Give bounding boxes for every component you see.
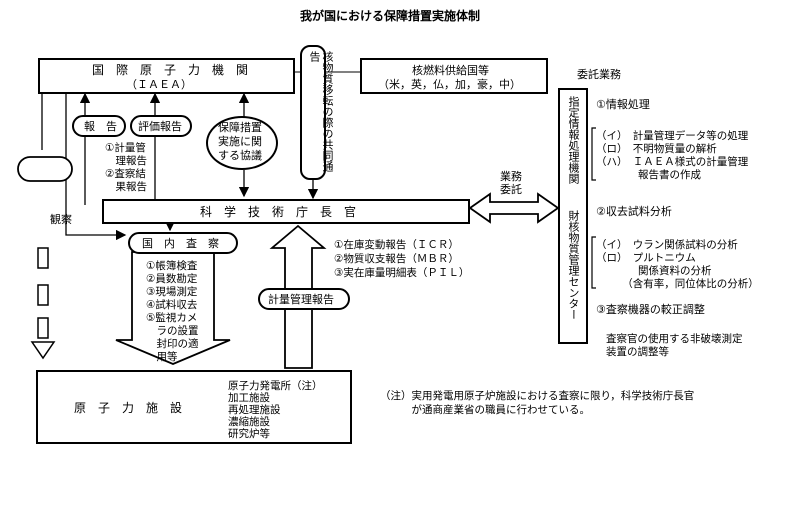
center-name-label: 財核物質管理センター [567, 210, 580, 320]
accounting-report-capsule: 計量管理報告 [258, 288, 350, 310]
joint-notice-label: 核物質移転の際の共同通告 [308, 51, 334, 172]
facility-item-3: 再処理施設 [228, 404, 281, 416]
diagram-title: 我が国における保障措置実施体制 [300, 9, 481, 23]
inspection-label: 国 内 査 察 [142, 237, 219, 250]
inspection-item-5c: 封印の適 [146, 338, 199, 350]
s1-item-3b: 報告書の作成 [596, 169, 701, 181]
s2-bracket [591, 236, 596, 289]
dash-arrowhead [30, 341, 56, 360]
report-item-2: ②査察結 [105, 168, 146, 180]
inspection-item-3: ③現場測定 [146, 286, 198, 298]
evaluation-capsule: 評価報告 [130, 115, 192, 137]
inspection-capsule: 国 内 査 察 [128, 232, 238, 254]
facility-item-1: 原子力発電所（注） [228, 380, 323, 392]
joint-notice-box: 核物質移転の際の共同通告 [300, 45, 334, 180]
designated-agency-label: 指定情報処理機関 [567, 96, 580, 184]
facility-item-2: 加工施設 [228, 392, 270, 404]
facility-box: 原 子 力 施 設 原子力発電所（注） 加工施設 再処理施設 濃縮施設 研究炉等 [36, 370, 352, 444]
s1-bracket [591, 127, 596, 181]
s2-item-2c: （含有率，同位体比の分析） [596, 278, 759, 290]
inspection-item-1: ①帳簿検査 [146, 260, 198, 272]
observe-label: 観察 [50, 213, 72, 226]
commission-header: 委託業務 [577, 68, 621, 81]
s2-title: ②収去試料分析 [596, 205, 672, 218]
note-line-2: が通商産業省の職員に行わせている。 [380, 404, 590, 416]
inspection-item-2: ②員数勘定 [146, 273, 198, 285]
dash-1 [37, 247, 49, 269]
report-item-1b: 理報告 [105, 155, 147, 167]
report-label: 報 告 [84, 120, 117, 133]
supplier-name: 核燃料供給国等 [412, 64, 489, 77]
s1-item-1: （イ） 計量管理データ等の処理 [596, 130, 749, 142]
evaluation-label: 評価報告 [138, 120, 182, 133]
inspection-item-4: ④試料収去 [146, 299, 198, 311]
supplier-countries: （米，英，仏，加，豪，中） [378, 78, 521, 91]
icr-item: ①在庫変動報告（ＩＣＲ） [334, 239, 459, 251]
s1-title: ①情報処理 [596, 98, 650, 111]
iaea-box: 国 際 原 子 力 機 関 （ＩＡＥＡ） [38, 58, 295, 94]
inspection-item-5d: 用等 [146, 351, 178, 363]
inspection-down-arrow [115, 251, 231, 365]
supplier-box: 核燃料供給国等 （米，英，仏，加，豪，中） [360, 58, 548, 94]
agreement-line-2: 実施に関 [218, 135, 262, 148]
mbr-item: ②物質収支報告（ＭＢＲ） [334, 253, 459, 265]
iaea-abbrev: （ＩＡＥＡ） [126, 78, 192, 91]
s2-item-2: （ロ） プルトニウム [596, 252, 696, 264]
dashed-flow-capsule [17, 156, 73, 182]
agreement-line-3: する協議 [218, 149, 262, 162]
pil-item: ③実在庫量明細表（ＰＩＬ） [334, 267, 470, 279]
inspection-item-5: ⑤監視カメ [146, 312, 198, 324]
agreement-ellipse: 保障措置 実施に関 する協議 [206, 116, 278, 170]
s2-item-1: （イ） ウラン関係試料の分析 [596, 239, 738, 251]
s1-item-3: （ハ） ＩＡＥＡ様式の計量管理 [596, 156, 749, 168]
facility-item-4: 濃縮施設 [228, 416, 270, 428]
s3-title: ③査察機器の較正調整 [596, 303, 705, 316]
business-label-2: 委託 [500, 183, 522, 196]
report-item-1: ①計量管 [105, 142, 146, 154]
s2-item-2b: 関係資料の分析 [596, 265, 712, 277]
commission-double-arrow [468, 192, 560, 224]
s3-desc-1: 査察官の使用する非破壊測定 [606, 333, 743, 345]
dash-2 [37, 284, 49, 306]
director-box: 科 学 技 術 庁 長 官 [102, 199, 470, 224]
observe-arrow [65, 94, 127, 241]
report-capsule: 報 告 [72, 115, 126, 137]
facility-item-5: 研究炉等 [228, 428, 270, 440]
agreement-line-1: 保障措置 [218, 121, 262, 134]
business-label-1: 業務 [500, 170, 522, 183]
report-item-2b: 果報告 [105, 181, 147, 193]
s1-item-2: （ロ） 不明物質量の解析 [596, 143, 717, 155]
inspection-item-5b: ラの設置 [146, 325, 199, 337]
s3-desc-2: 装置の調整等 [606, 346, 669, 358]
iaea-name: 国 際 原 子 力 機 関 [92, 63, 249, 77]
note-line-1: （注）実用発電用原子炉施設における査察に限り，科学技術庁長官 [380, 390, 695, 402]
accounting-report-label: 計量管理報告 [268, 293, 334, 306]
director-label: 科 学 技 術 庁 長 官 [200, 205, 357, 219]
dash-3 [37, 317, 49, 339]
center-box: 指定情報処理機関 財核物質管理センター [558, 88, 588, 344]
facility-label: 原 子 力 施 設 [74, 401, 183, 415]
